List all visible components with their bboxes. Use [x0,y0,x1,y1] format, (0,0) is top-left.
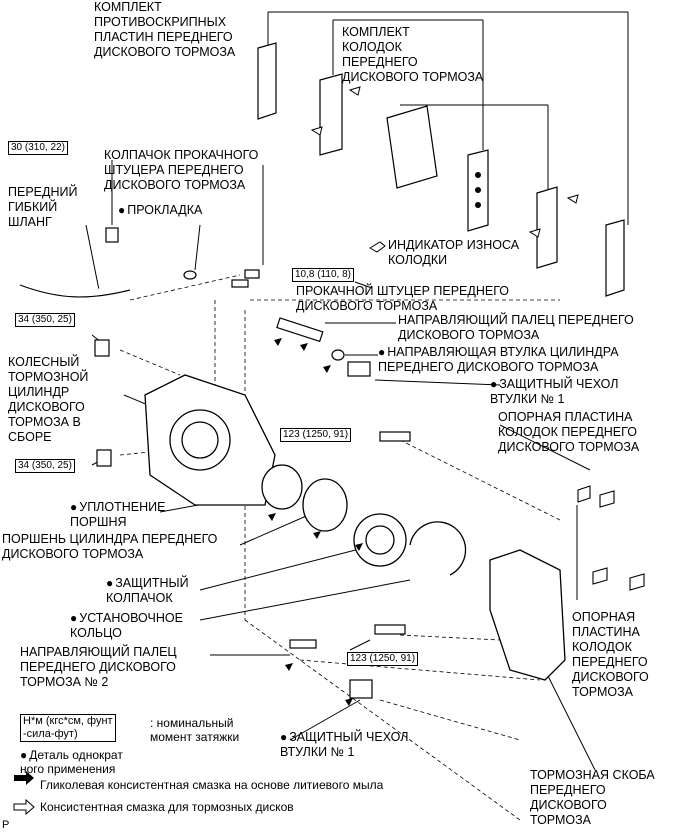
shim-plate-inner-2 [536,186,558,269]
flexible-hose [19,284,131,298]
torque-cyl-bolt-bottom: 34 (350, 25) [15,459,75,473]
legend-lithium-grease: Гликолевая консистентная смазка на основ… [40,778,384,792]
lithium-grease-arrow [285,663,293,671]
leader-line [194,224,201,271]
lithium-grease-arrow [268,513,276,521]
label-boot-1-bottom: ЗАЩИТНЫЙ ЧЕХОЛ ВТУЛКИ № 1 [280,730,408,760]
lithium-grease-arrow [300,343,308,351]
label-mounting: ТОРМОЗНАЯ СКОБА ПЕРЕДНЕГО ДИСКОВОГО ТОРМ… [530,768,655,827]
leader-line [499,424,591,471]
cyl-bolt-top-shape [94,339,110,357]
wear-indicator-shape [369,241,386,253]
leader-line [199,544,376,591]
lithium-grease-arrow [355,543,363,551]
leader-line [85,224,101,296]
guide-pin-shape [276,317,324,343]
shim-plate-right [605,219,625,297]
guide-pin-2-shape [289,639,317,649]
mounting-bracket [489,549,566,681]
cyl-bolt-bottom-shape [96,449,112,467]
pad-hole [475,202,481,208]
torque-hose-bolt: 30 (310, 22) [8,141,68,155]
disc-grease-arrow [528,228,541,238]
dashed-line [119,449,171,456]
bleeder-cap-shape [244,269,260,279]
label-support-plate-right: ОПОРНАЯ ПЛАСТИНА КОЛОДОК ПЕРЕДНЕГО ДИСКО… [572,610,649,699]
lithium-grease-arrow [274,338,282,346]
piston-seal-shape [261,464,303,510]
dashed-line [399,439,561,521]
label-bleeder-cap: КОЛПАЧОК ПРОКАЧНОГО ШТУЦЕРА ПЕРЕДНЕГО ДИ… [104,148,259,192]
gasket-shape [183,270,197,280]
dashed-line [119,349,181,376]
torque-mount-bolt-top: 123 (1250, 91) [280,428,352,442]
caliper-bore-inner [181,421,219,459]
torque-cyl-bolt-top: 34 (350, 25) [15,313,75,327]
piston-shape [302,478,348,532]
torque-bleeder: 10,8 (110, 8) [292,268,354,282]
lithium-grease-arrow [313,531,321,539]
leader-line [199,579,411,621]
label-set-ring: УСТАНОВОЧНОЕ КОЛЬЦО [70,611,183,641]
label-piston-seal: УПЛОТНЕНИЕ ПОРШНЯ [70,500,165,530]
mount-bolt-top-shape [379,431,411,442]
lithium-grease-arrow [323,365,331,373]
label-guide-pin-2: НАПРАВЛЯЮЩИЙ ПАЛЕЦ ПЕРЕДНЕГО ДИСКОВОГО Т… [20,645,177,689]
legend-white-arrow [13,798,35,816]
bleeder-plug-shape [231,279,249,288]
support-plate-4 [629,573,645,591]
dashed-line [299,659,541,681]
dashed-line [379,699,521,741]
legend-torque-text: : номинальный момент затяжки [150,716,240,744]
label-piston: ПОРШЕНЬ ЦИЛИНДРА ПЕРЕДНЕГО ДИСКОВОГО ТОР… [2,532,218,561]
lithium-grease-arrow [345,698,353,706]
label-dust-boot: ЗАЩИТНЫЙ КОЛПАЧОК [106,576,189,606]
legend-disc-grease: Консистентная смазка для тормозных диско… [40,800,294,814]
union-bolt [105,227,119,243]
brake-pad-outer [386,105,438,189]
torque-mount-bolt-bottom: 123 (1250, 91) [347,652,419,666]
disc-grease-arrow [566,194,579,204]
label-gasket: ПРОКЛАДКА [118,203,202,218]
label-boot-1-top: ЗАЩИТНЫЙ ЧЕХОЛ ВТУЛКИ № 1 [490,377,618,407]
boot-bottom-shape [349,679,373,699]
disc-grease-arrow [348,86,361,96]
label-corner: P [2,819,10,831]
label-wear-indicator: ИНДИКАТОР ИЗНОСА КОЛОДКИ [388,238,520,267]
support-plate-3 [592,567,608,585]
dashed-line [399,634,501,641]
leader-line [349,639,371,651]
label-front-hose: ПЕРЕДНИЙ ГИБКИЙ ШЛАНГ [8,185,78,229]
label-guide-pin: НАПРАВЛЯЮЩИЙ ПАЛЕЦ ПЕРЕДНЕГО ДИСКОВОГО Т… [398,313,634,342]
shim-plate-left [257,42,277,120]
disc-grease-arrow [310,126,323,136]
label-bleeder-plug: ПРОКАЧНОЙ ШТУЦЕР ПЕРЕДНЕГО ДИСКОВОГО ТОР… [296,284,509,313]
support-plate-1 [577,485,591,503]
legend-torque-box: Н*м (кгс*см, фунт -сила-фут) [20,714,116,742]
boot-top-shape [347,361,371,377]
label-anti-squeal-kit: КОМПЛЕКТ ПРОТИВОСКРИПНЫХ ПЛАСТИН ПЕРЕДНЕ… [94,0,236,59]
dashed-line [244,619,521,821]
legend-non-reusable: Деталь однократ ного применения [20,748,123,776]
label-pad-kit: КОМПЛЕКТ КОЛОДОК ПЕРЕДНЕГО ДИСКОВОГО ТОР… [342,25,484,84]
leader-line [374,379,501,386]
dust-boot-inner [365,525,395,555]
guide-bushing-shape [331,349,345,361]
mount-bolt-bottom-shape [374,624,406,635]
label-guide-bushing: НАПРАВЛЯЮЩАЯ ВТУЛКА ЦИЛИНДРА ПЕРЕДНЕГО Д… [378,345,619,375]
pad-hole [475,187,481,193]
label-cylinder-assembly: КОЛЕСНЫЙ ТОРМОЗНОЙ ЦИЛИНДР ДИСКОВОГО ТОР… [8,355,89,444]
leader-line [354,281,373,289]
shim-plate-inner [319,73,343,156]
dashed-line [129,274,241,301]
label-support-plate-top: ОПОРНАЯ ПЛАСТИНА КОЛОДОК ПЕРЕДНЕГО ДИСКО… [498,410,640,454]
pad-hole [475,172,481,178]
support-plate-2 [599,490,615,508]
set-ring-shape [409,521,467,576]
